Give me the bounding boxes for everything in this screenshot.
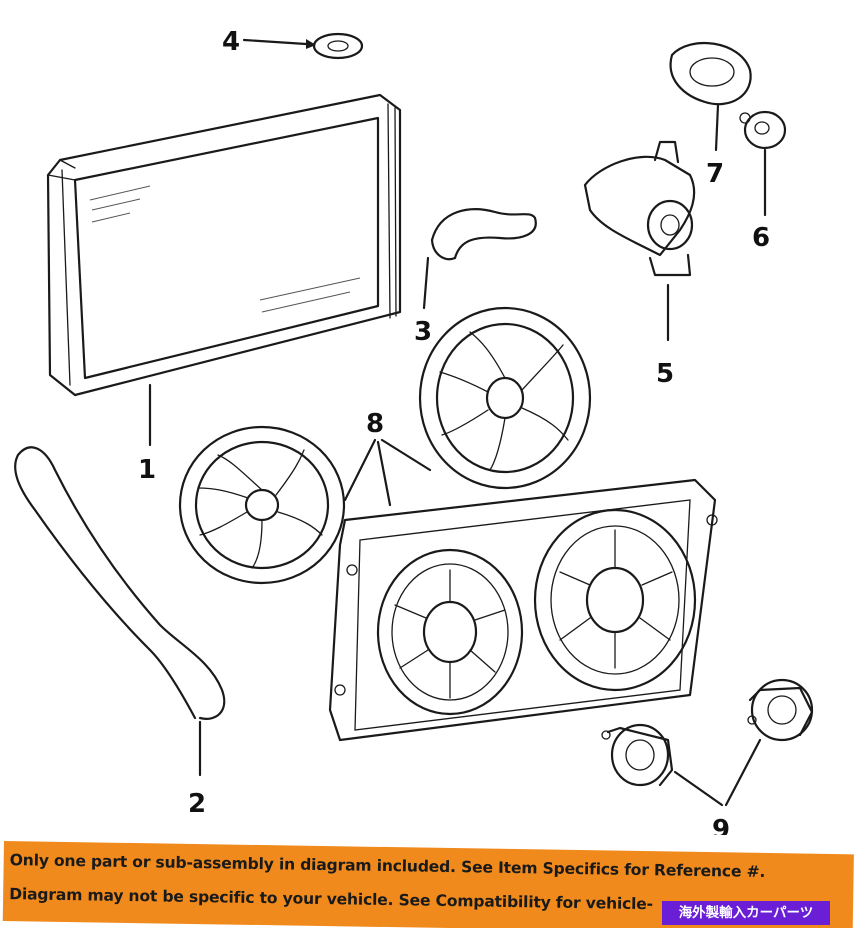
fan-shroud-part	[328, 478, 718, 742]
callout-7: 7	[706, 159, 724, 189]
callout-5: 5	[656, 359, 674, 389]
radiator-part	[46, 93, 402, 447]
disclaimer-line-2: Diagram may not be specific to your vehi…	[9, 885, 654, 914]
fan-motor-left-part	[601, 723, 674, 787]
fan-blade-left-part	[178, 425, 346, 585]
water-outlet-part	[583, 140, 696, 342]
radiator-cap-part	[242, 32, 364, 60]
cooling-system-diagram: 1 4 3 7 6	[14, 27, 814, 835]
callout-9-leaders	[673, 738, 762, 807]
disclaimer-line-1: Only one part or sub-assembly in diagram…	[9, 851, 766, 881]
callout-8-leaders	[343, 438, 432, 507]
upper-hose-part	[422, 208, 537, 310]
fan-motor-right-part	[747, 678, 814, 742]
thermostat-part	[739, 110, 787, 217]
callout-9: 9	[712, 815, 730, 835]
callout-8: 8	[366, 409, 384, 439]
callout-4: 4	[222, 27, 240, 57]
callout-2: 2	[188, 789, 206, 819]
fan-blade-right-part	[418, 306, 592, 490]
thermostat-housing-part	[669, 41, 752, 152]
lower-hose-part	[14, 446, 226, 777]
callout-6: 6	[752, 223, 770, 253]
seller-badge: 海外製輸入カーパーツ	[662, 901, 830, 925]
callout-3: 3	[414, 317, 432, 347]
callout-1: 1	[138, 455, 156, 485]
